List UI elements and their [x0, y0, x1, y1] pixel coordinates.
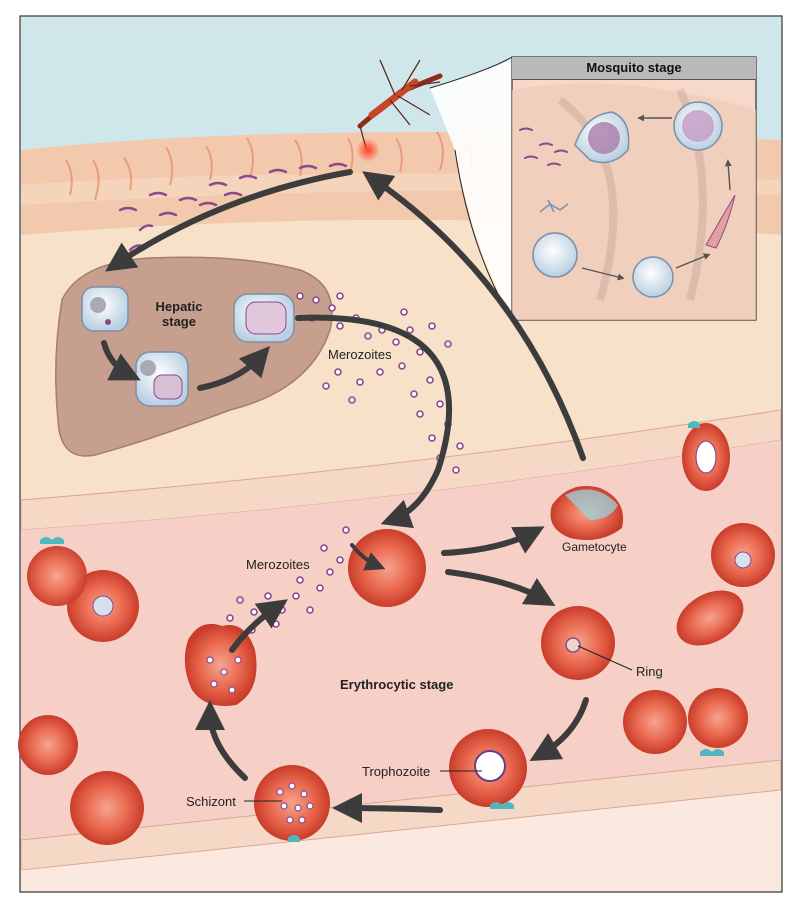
merozoites-blood-label: Merozoites — [246, 557, 310, 572]
rbc-infected-entry — [348, 529, 426, 607]
hepatic-stage-label: Hepatic stage — [155, 299, 203, 329]
blood-vessel-lumen — [21, 440, 781, 840]
bite-site — [356, 138, 380, 162]
arrow-to-gametocyte — [441, 526, 545, 556]
rbc-bottom-left — [70, 771, 144, 845]
arrow-gametocyte-to-mosquito — [362, 171, 586, 461]
rbc-left-edge — [27, 546, 87, 606]
mosquito-icon — [357, 59, 443, 149]
mosquito-stage-inset — [429, 56, 757, 321]
arrow-ring-to-trophozoite — [529, 697, 589, 761]
schizont-label: Schizont — [186, 794, 236, 809]
arrow-rupture-to-merozoites — [229, 599, 288, 653]
erythrocytic-stage-label: Erythrocytic stage — [340, 677, 454, 692]
arrow-liver-1-2 — [101, 340, 141, 381]
red-blood-cells — [18, 423, 775, 845]
hepatocyte-1 — [81, 286, 129, 332]
cycle-arrows — [101, 169, 589, 824]
rbc-right-tilted — [676, 590, 744, 646]
arrow-bite-to-liver — [105, 169, 353, 272]
arrow-trophozoite-to-schizont — [332, 793, 443, 824]
arrow-liver-2-3 — [197, 345, 270, 391]
rbc-right-lower — [623, 690, 687, 754]
arrow-to-ring — [445, 569, 556, 606]
mosquito-stage-title: Mosquito stage — [512, 57, 756, 80]
arrow-merozoite-entry — [350, 543, 386, 571]
arrow-schizont-to-rupture — [195, 700, 248, 781]
rbc-schizont — [254, 765, 330, 841]
hepatocyte-2 — [135, 351, 189, 407]
arrow-liver-to-blood — [295, 314, 453, 529]
hepatic-schizont-cell — [233, 293, 295, 343]
rbc-left-lower — [18, 715, 78, 775]
endothelial-markers — [40, 421, 724, 842]
merozoites-blood-cluster — [226, 526, 350, 634]
gametocyte-label: Gametocyte — [562, 540, 627, 554]
ring-label: Ring — [636, 664, 663, 679]
merozoites-liver-label: Merozoites — [328, 347, 392, 362]
trophozoite-label: Trophozoite — [362, 764, 431, 779]
rbc-right-knobbed — [688, 688, 748, 748]
label-leaders — [244, 645, 633, 802]
